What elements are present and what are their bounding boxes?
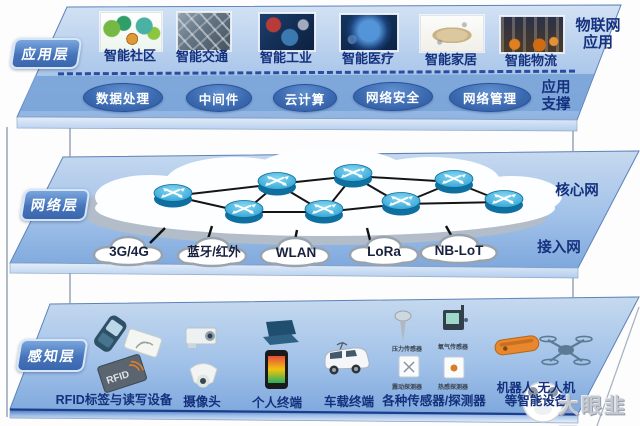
- access-node-lora: LoRa: [367, 244, 401, 259]
- application-layer-badge: 应用层: [9, 38, 83, 69]
- access-node-wlan: WLAN: [275, 245, 317, 260]
- device-label-rfid: RFID标签与读写设备: [55, 393, 173, 407]
- support-ellipse-network-security: 网络安全: [353, 82, 433, 111]
- access-node-bluetooth-ir: 蓝牙/红外: [187, 245, 241, 259]
- smart-community-image: [100, 12, 162, 51]
- router-icon: [257, 171, 297, 197]
- sensor-sub-label-heat: 热感探测器: [438, 384, 468, 391]
- iot-application-line2: 应用: [582, 34, 613, 52]
- app-label-community: 智能社区: [103, 48, 156, 63]
- pressure-sensor-icon: [394, 310, 412, 342]
- watermark-text: 大眼韭哥: [558, 395, 627, 426]
- vibration-sensor-icon: [398, 355, 420, 378]
- router-icon: [304, 199, 344, 225]
- network-layer-label: 网络层: [29, 197, 81, 213]
- smart-logistics-image: [500, 16, 564, 53]
- app-label-home: 智能家居: [424, 52, 477, 67]
- device-label-personal-terminal: 个人终端: [251, 396, 302, 410]
- router-icon: [381, 191, 421, 217]
- camera-icon: [185, 327, 217, 348]
- dome-camera-icon: [189, 363, 218, 388]
- app-label-medical: 智能医疗: [341, 51, 394, 66]
- network-layer-badge: 网络层: [19, 189, 91, 221]
- application-support-line2: 支撑: [541, 96, 571, 113]
- watermark-logo: [522, 381, 564, 423]
- application-support-line1: 应用: [541, 80, 571, 96]
- app-label-industry: 智能工业: [259, 50, 312, 65]
- application-layer-label: 应用层: [20, 45, 72, 62]
- perception-layer-badge: 感知层: [15, 339, 89, 372]
- smart-home-image: [420, 15, 484, 52]
- access-node-3g4g: 3G/4G: [109, 244, 149, 259]
- router-icon: [224, 199, 264, 225]
- device-label-robot-drone-line2: 等智能设备: [504, 394, 568, 408]
- iot-application-label: 物联网 应用: [566, 17, 630, 52]
- rfid-card-icon: RFID: [97, 354, 147, 393]
- router-icon: [333, 163, 373, 189]
- support-ellipse-cloud-computing: 云计算: [273, 84, 337, 112]
- rfid-reader-icon: [94, 315, 127, 352]
- support-ellipse-middleware: 中间件: [186, 84, 252, 112]
- heat-sensor-icon: [443, 356, 465, 379]
- access-node-nbiot: NB-LoT: [434, 243, 484, 258]
- smart-traffic-image: [177, 12, 231, 51]
- drone-icon: [539, 335, 593, 366]
- frame-lines: [6, 127, 640, 426]
- app-label-traffic: 智能交通: [175, 49, 228, 64]
- device-label-robot-drone-line1: 机器人 无人机: [496, 381, 576, 395]
- van-icon: [324, 341, 370, 375]
- sensor-sub-label-vibration: 震动探测器: [392, 384, 422, 391]
- gas-sensor-icon: [443, 305, 468, 330]
- sensor-sub-label-pressure: 压力传感器: [392, 346, 422, 353]
- smart-medical-image: [340, 14, 398, 51]
- smart-industry-image: [259, 13, 315, 51]
- perception-layer-slab: [9, 296, 640, 424]
- core-network-label: 核心网: [555, 183, 599, 199]
- device-label-vehicle-terminal: 车载终端: [323, 395, 374, 409]
- router-icon: [153, 183, 193, 209]
- router-icon: [484, 189, 524, 215]
- access-network-label: 接入网: [537, 240, 581, 256]
- device-label-camera: 摄像头: [183, 395, 221, 409]
- rfid-tag-icon: [124, 328, 162, 358]
- robot-icon: [494, 335, 540, 356]
- support-ellipse-data-processing: 数据处理: [83, 83, 163, 112]
- laptop-icon: [263, 320, 299, 345]
- iot-application-line1: 物联网: [575, 17, 621, 34]
- support-ellipse-network-management: 网络管理: [449, 83, 531, 112]
- perception-layer-label: 感知层: [26, 347, 78, 364]
- router-icon: [434, 169, 474, 195]
- application-support-label: 应用 支撑: [527, 80, 585, 113]
- sensor-sub-label-gas: 氧气传感器: [438, 344, 468, 351]
- smartphone-icon: [265, 350, 288, 389]
- app-label-logistics: 智能物流: [504, 53, 557, 68]
- device-label-sensors: 各种传感器/探测器: [382, 394, 486, 408]
